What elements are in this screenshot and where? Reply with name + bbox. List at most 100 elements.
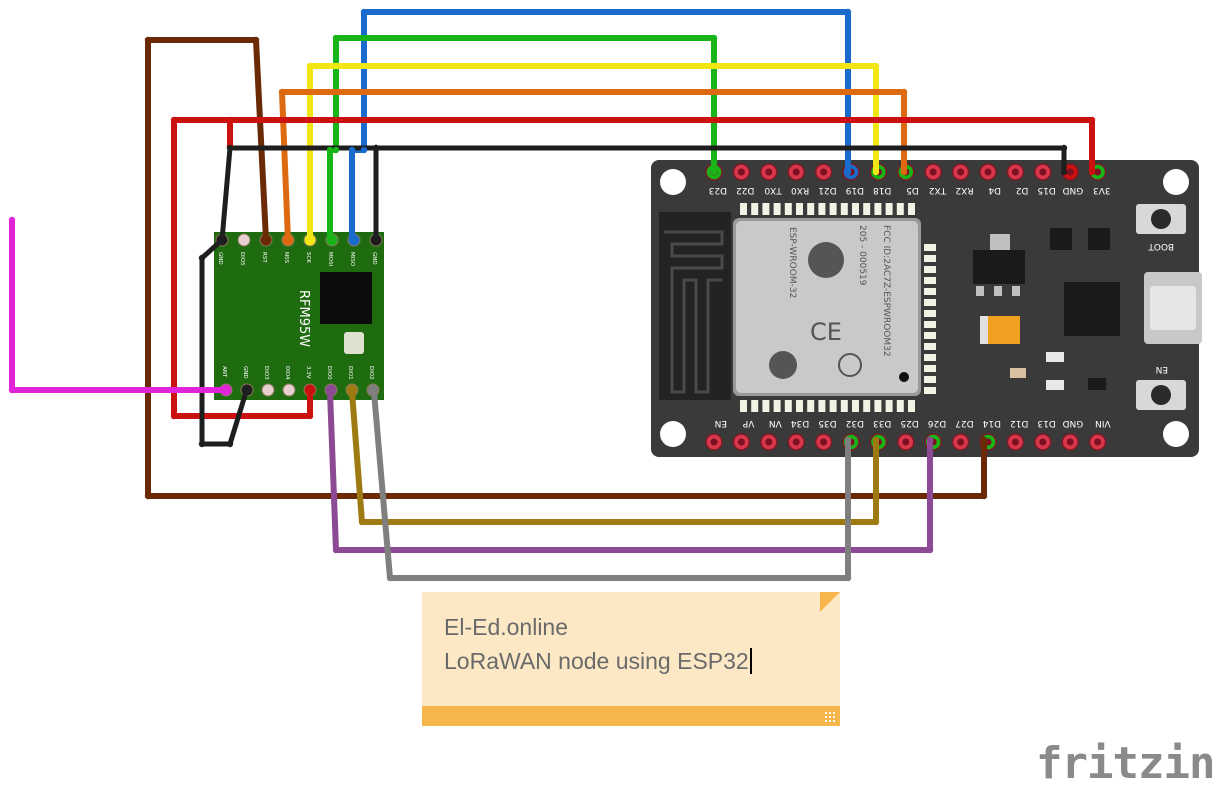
wire-bendpoint[interactable] <box>144 492 152 500</box>
wire-gray[interactable] <box>371 389 851 581</box>
wire-bendpoint[interactable] <box>144 36 152 44</box>
fritzing-logo: fritzing <box>1036 738 1212 789</box>
wire-bendpoint[interactable] <box>710 168 718 176</box>
wire-bendpoint[interactable] <box>306 62 314 70</box>
wire-bendpoint[interactable] <box>900 168 908 176</box>
lora-pin-label-dio2: DIO2 <box>368 366 374 380</box>
wire-blue[interactable] <box>349 9 851 243</box>
wire-bendpoint[interactable] <box>326 146 334 154</box>
wire-bendpoint[interactable] <box>900 88 908 96</box>
wire-bendpoint[interactable] <box>1060 168 1068 176</box>
en-label: EN <box>1156 364 1168 374</box>
wire-bendpoint[interactable] <box>222 386 230 394</box>
wire-magenta[interactable] <box>9 217 229 393</box>
wire-bendpoint[interactable] <box>8 386 16 394</box>
wire-bendpoint[interactable] <box>252 36 260 44</box>
wire-bendpoint[interactable] <box>242 388 250 396</box>
wire-bendpoint[interactable] <box>218 236 226 244</box>
wire-bendpoint[interactable] <box>278 88 286 96</box>
wire-bendpoint[interactable] <box>326 388 334 396</box>
module-cert-text: 205 - 000519 <box>857 225 867 286</box>
pin-hole-icon <box>737 438 745 446</box>
wire-bendpoint[interactable] <box>332 34 340 42</box>
esp32-pin-label-d12: D12 <box>1010 418 1028 428</box>
wire-bendpoint[interactable] <box>926 546 934 554</box>
pin-hole-icon <box>929 168 937 176</box>
esp32-pin-label-d15: D15 <box>1037 185 1055 195</box>
wire-brown[interactable] <box>145 37 987 499</box>
wire-gold[interactable] <box>349 389 879 525</box>
wire-bendpoint[interactable] <box>710 34 718 42</box>
lora-pin-dio4-3[interactable] <box>282 383 296 397</box>
esp32-pin-label-d13: D13 <box>1037 418 1055 428</box>
lora-pin-dio5-1[interactable] <box>237 233 251 247</box>
wire-bendpoint[interactable] <box>360 8 368 16</box>
wire-bendpoint[interactable] <box>332 146 340 154</box>
wire-bendpoint[interactable] <box>348 146 356 154</box>
lora-pin-label-gnd: GND <box>242 366 248 379</box>
wire-bendpoint[interactable] <box>358 518 366 526</box>
wire-bendpoint[interactable] <box>170 116 178 124</box>
wire-bendpoint[interactable] <box>872 518 880 526</box>
wire-bendpoint[interactable] <box>198 440 206 448</box>
wire-bendpoint[interactable] <box>372 144 380 152</box>
wire-bendpoint[interactable] <box>926 436 934 444</box>
fcc-logo-icon <box>838 353 862 377</box>
wire-bendpoint[interactable] <box>844 574 852 582</box>
wire-bendpoint[interactable] <box>872 436 880 444</box>
wire-bendpoint[interactable] <box>844 436 852 444</box>
wire-bendpoint[interactable] <box>1088 168 1096 176</box>
wire-bendpoint[interactable] <box>226 144 234 152</box>
en-button[interactable] <box>1136 380 1186 410</box>
wire-bendpoint[interactable] <box>348 236 356 244</box>
pin-hole-icon <box>1039 438 1047 446</box>
esp32-board[interactable]: ESP-WROOM-32 205 - 000519 FCC ID:2AC7Z-E… <box>651 160 1202 457</box>
wire-bendpoint[interactable] <box>170 412 178 420</box>
wire-bendpoint[interactable] <box>844 168 852 176</box>
pin-hole-icon <box>1011 168 1019 176</box>
pin-hole-icon <box>820 438 828 446</box>
wire-bendpoint[interactable] <box>872 168 880 176</box>
note-line-2: LoRaWAN node using ESP32 <box>444 648 749 674</box>
wire-bendpoint[interactable] <box>226 440 234 448</box>
boot-button[interactable] <box>1136 204 1186 234</box>
wire-red[interactable] <box>171 117 1095 419</box>
esp32-pin-label-d19: D19 <box>845 185 864 195</box>
wire-purple[interactable] <box>327 389 933 553</box>
wire-bendpoint[interactable] <box>262 236 270 244</box>
esp32-pin-label-d32: D32 <box>846 418 864 428</box>
wire-bendpoint[interactable] <box>306 236 314 244</box>
sticky-note[interactable]: El-Ed.online LoRaWAN node using ESP32 <box>422 592 840 726</box>
wire-bendpoint[interactable] <box>226 116 234 124</box>
wire-bendpoint[interactable] <box>372 236 380 244</box>
wire-bendpoint[interactable] <box>844 8 852 16</box>
wire-bendpoint[interactable] <box>332 546 340 554</box>
wire-bendpoint[interactable] <box>348 388 356 396</box>
wire-bendpoint[interactable] <box>306 388 314 396</box>
lora-pin-label-3-3v: 3.3V <box>305 366 311 379</box>
pin-hole-icon <box>765 168 773 176</box>
wire-bendpoint[interactable] <box>1088 116 1096 124</box>
wire-bendpoint[interactable] <box>306 412 314 420</box>
wire-bendpoint[interactable] <box>980 436 988 444</box>
pin-hole-icon <box>984 168 992 176</box>
esp32-pin-label-rx0: RX0 <box>791 185 809 195</box>
wire-bendpoint[interactable] <box>360 146 368 154</box>
wire-bendpoint[interactable] <box>1060 144 1068 152</box>
wire-bendpoint[interactable] <box>8 216 16 224</box>
lora-pin-dio3-2[interactable] <box>261 383 275 397</box>
lora-pin-label-rst: RST <box>261 252 267 263</box>
pin-hole-icon <box>1094 168 1102 176</box>
wire-bendpoint[interactable] <box>386 574 394 582</box>
wire-bendpoint[interactable] <box>326 236 334 244</box>
wire-bendpoint[interactable] <box>284 236 292 244</box>
esp32-pin-label-d26: D26 <box>928 418 947 428</box>
wire-bendpoint[interactable] <box>198 254 206 262</box>
wire-bendpoint[interactable] <box>980 492 988 500</box>
resize-grip-icon[interactable] <box>824 711 836 723</box>
wire-bendpoint[interactable] <box>370 388 378 396</box>
wire-bendpoint[interactable] <box>872 62 880 70</box>
wire-orange[interactable] <box>279 89 907 243</box>
